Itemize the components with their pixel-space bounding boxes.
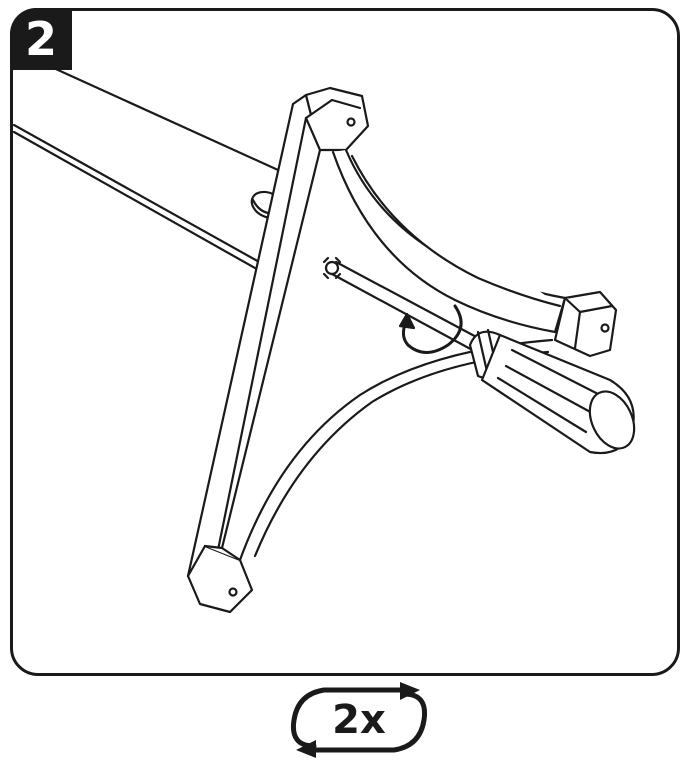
step-number-badge: 2	[10, 8, 72, 70]
screwdriver	[330, 260, 636, 455]
repeat-cycle-arrows-icon	[290, 682, 428, 758]
crossbar-tube	[13, 48, 302, 274]
repeat-count-label: 2x	[332, 697, 386, 743]
leg-bracket	[186, 86, 618, 614]
repeat-indicator: 2x	[284, 680, 434, 760]
clockwise-rotation-arrow-icon	[398, 304, 463, 354]
step-number: 2	[24, 12, 57, 66]
